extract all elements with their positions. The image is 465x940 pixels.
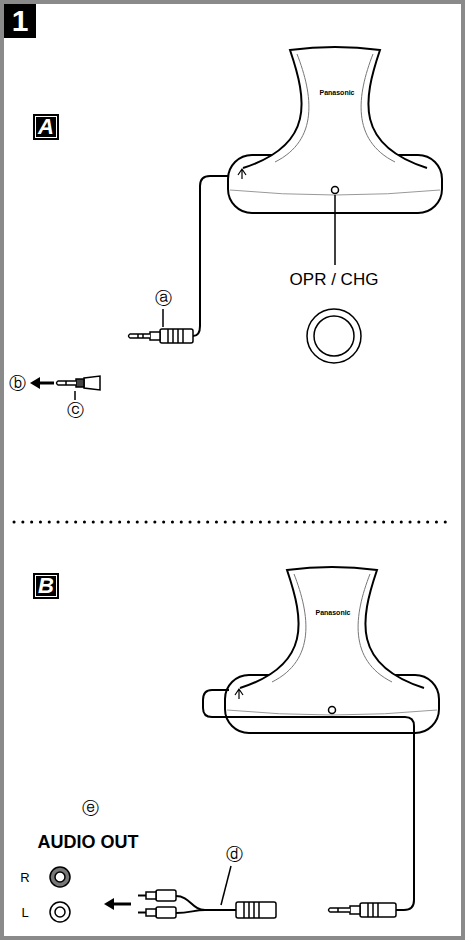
brand-name: Panasonic	[319, 89, 354, 96]
channel-name: R	[20, 871, 29, 884]
plugs	[30, 195, 396, 922]
callout-letter: ⓑ	[9, 375, 26, 392]
panel-letter: A	[33, 114, 59, 140]
callout-letter: ⓐ	[155, 290, 172, 307]
callout-letter: ⓒ	[67, 402, 84, 419]
callout-letter: ⓓ	[226, 846, 243, 863]
indicator-name: OPR / CHG	[290, 271, 379, 288]
panel-letter: B	[33, 573, 59, 599]
node-text: A	[38, 116, 54, 138]
charger	[228, 47, 442, 213]
section-number: 1	[4, 4, 36, 38]
separator	[14, 521, 453, 524]
terminal-name: AUDIO OUT	[38, 833, 139, 851]
channel-name: L	[21, 906, 28, 919]
charger-illustration	[225, 47, 442, 733]
cables	[176, 176, 414, 913]
charger	[225, 567, 439, 733]
brand-name: Panasonic	[315, 609, 350, 616]
node-text: B	[38, 575, 54, 597]
node-text: 1	[12, 6, 29, 36]
callout-letter: ⓔ	[82, 800, 99, 817]
